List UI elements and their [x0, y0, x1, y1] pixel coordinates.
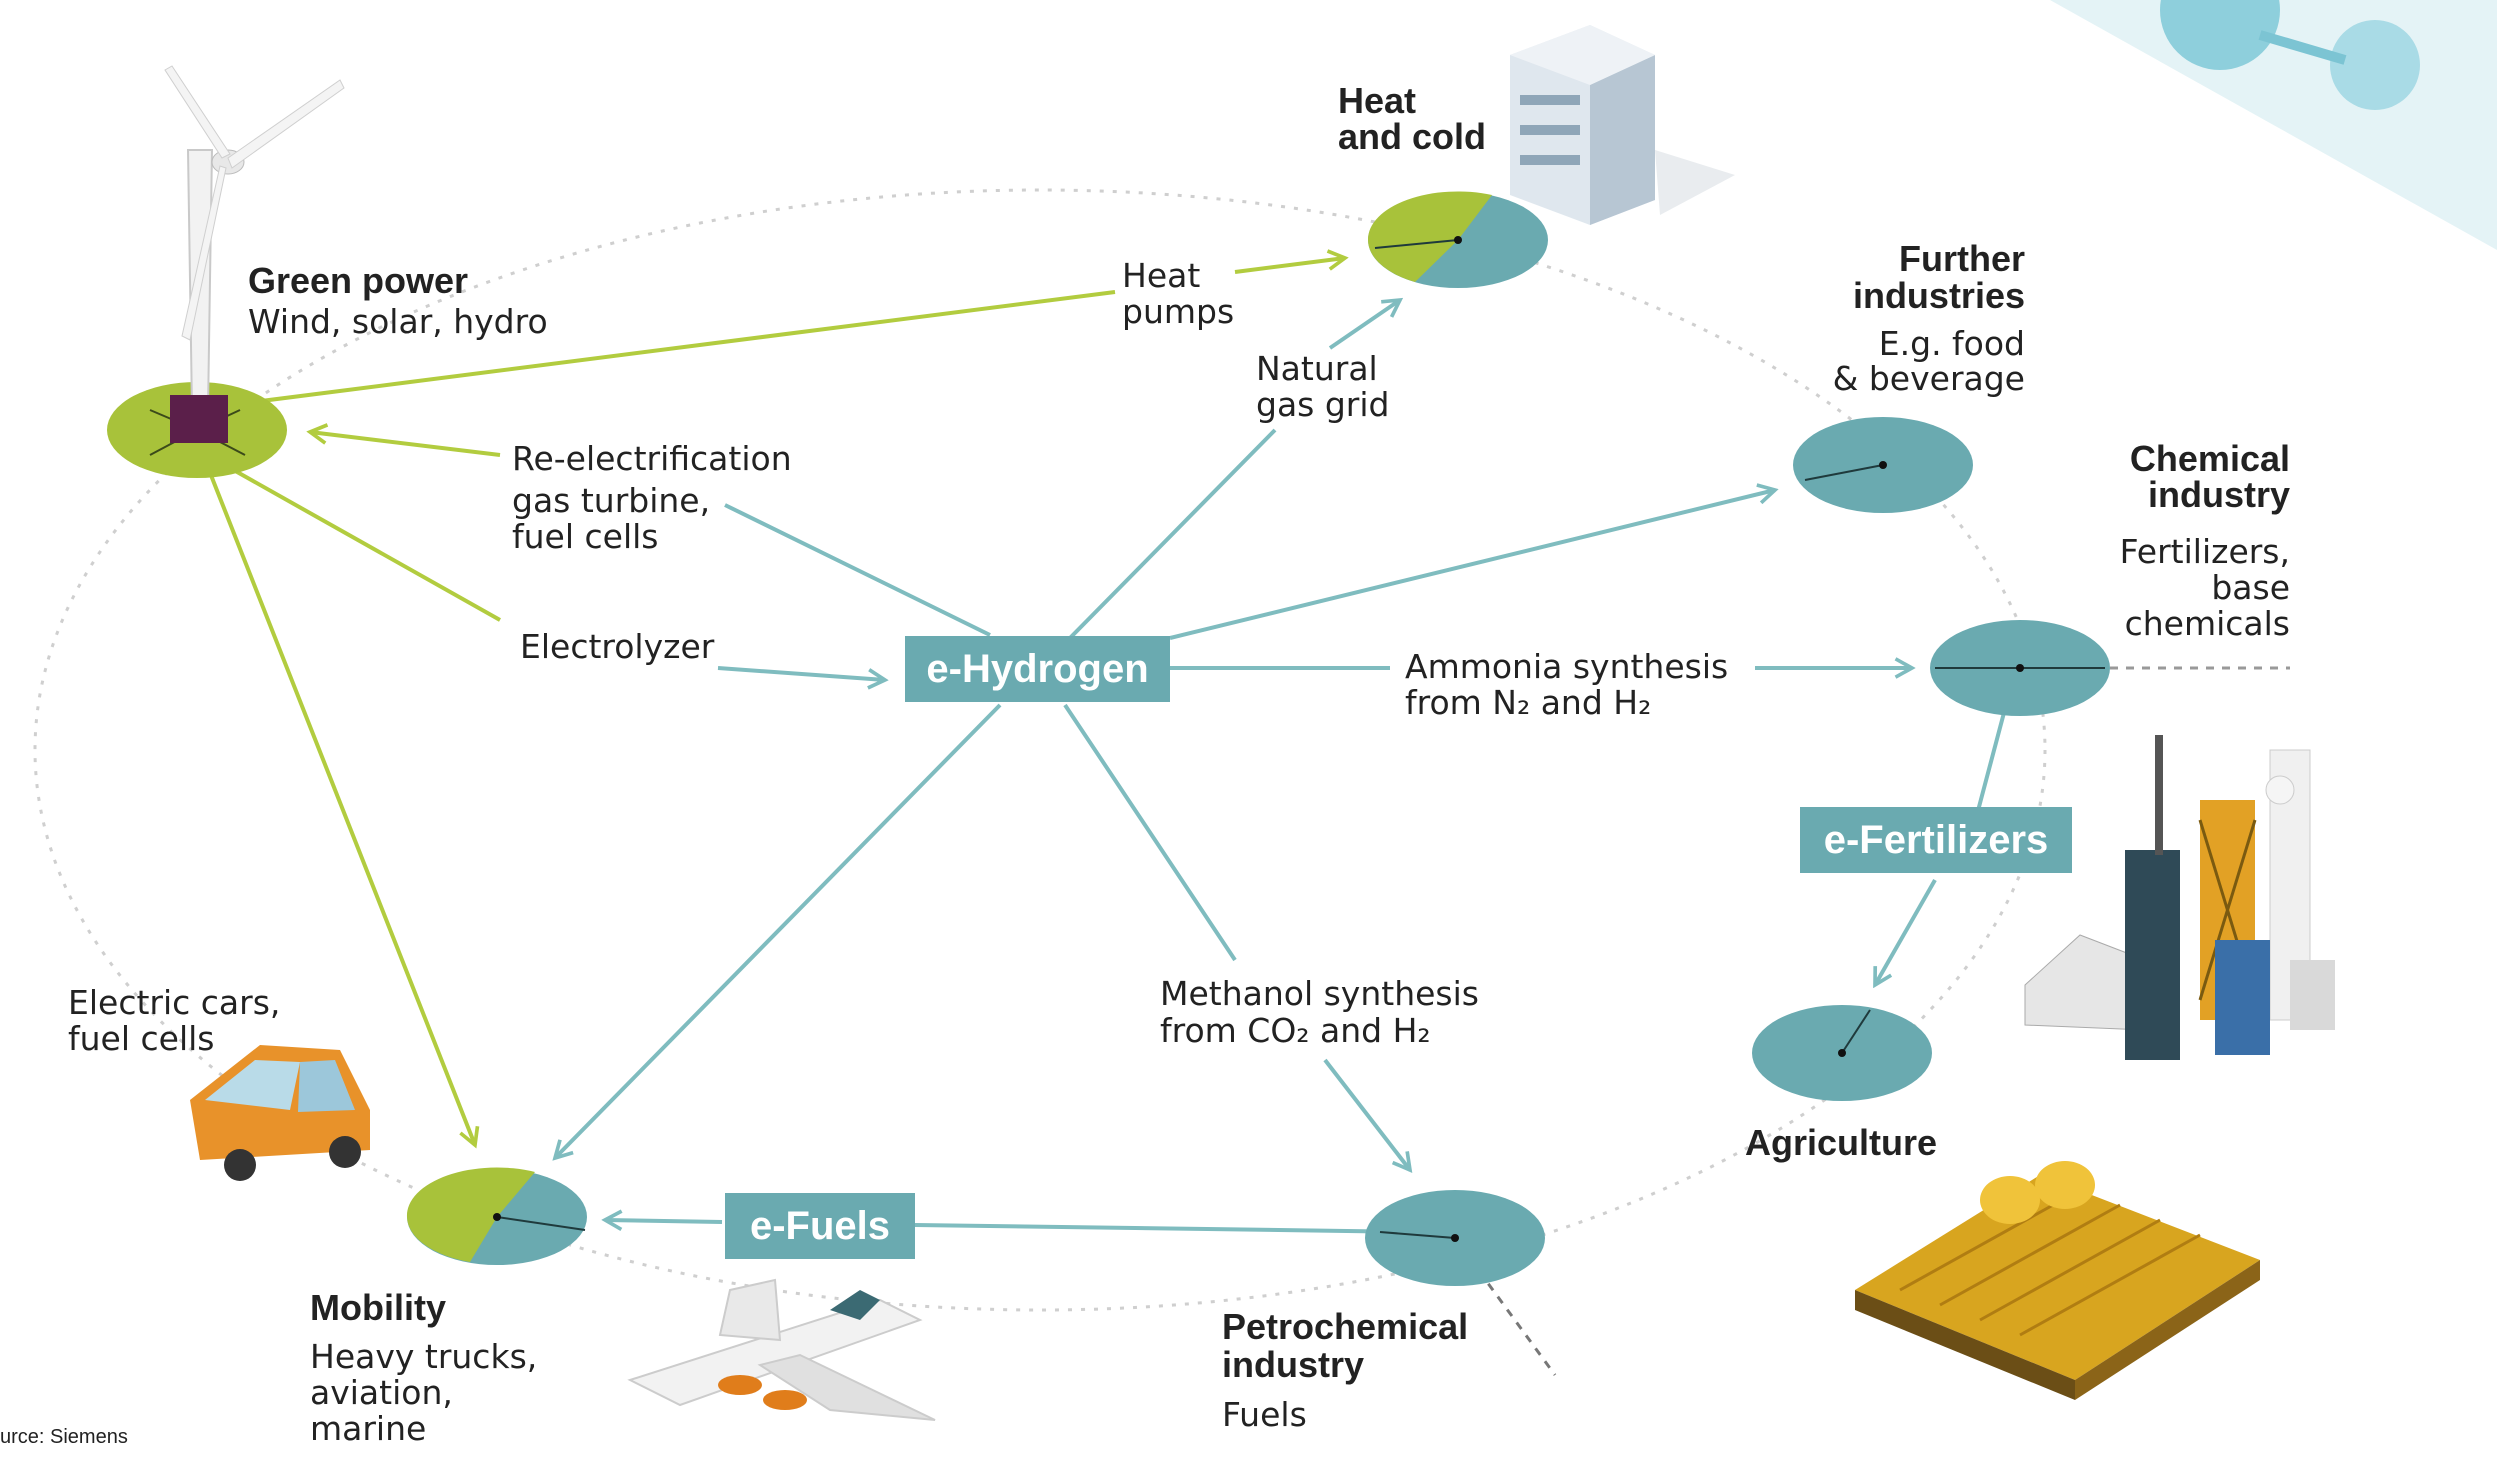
agriculture-title: Agriculture	[1745, 1122, 1938, 1163]
teal-arrows	[555, 300, 2012, 1234]
office-building-icon	[1510, 25, 1735, 225]
cycle-dotted-ellipse	[33, 188, 2047, 1312]
electric-cars-line1: Electric cars,	[68, 983, 281, 1022]
mobility-sub-line1: Heavy trucks,	[310, 1337, 538, 1376]
petrochemical-title-line1: Petrochemical	[1222, 1306, 1469, 1347]
green-power-title: Green power	[248, 260, 469, 301]
re-electrification-line1: Re-electrification	[512, 439, 792, 478]
heat-cold-title-line1: Heat	[1338, 80, 1417, 121]
heat-cold-title-line2: and cold	[1338, 116, 1487, 157]
ammonia-synthesis-line2: from N₂ and H₂	[1405, 683, 1652, 722]
petrochemical-dashed-line	[1458, 1244, 1557, 1376]
ammonia-synthesis-line1: Ammonia synthesis	[1405, 647, 1729, 686]
wind-turbine-icon	[164, 65, 345, 443]
re-electrification-line2: gas turbine,	[512, 481, 711, 520]
natural-gas-grid-line2: gas grid	[1256, 385, 1390, 424]
chemical-industry-title-line1: Chemical	[2129, 438, 2290, 479]
petrochemical-title-line2: industry	[1222, 1344, 1365, 1385]
mobility-disc	[406, 1167, 587, 1265]
petrochemical-subtitle: Fuels	[1222, 1395, 1307, 1434]
further-industries-title-line1: Further	[1899, 238, 2025, 279]
heat-pumps-line2: pumps	[1122, 292, 1235, 331]
e-hydrogen-tag: e-Hydrogen	[905, 636, 1170, 702]
further-industries-title-line2: industries	[1852, 275, 2025, 316]
chemical-industry-title-line2: industry	[2147, 474, 2290, 515]
mobility-sub-line2: aviation,	[310, 1373, 453, 1412]
mobility-title: Mobility	[310, 1287, 446, 1328]
e-fuels-tag: e-Fuels	[725, 1193, 915, 1259]
hay-field-icon	[1855, 1161, 2260, 1400]
further-industries-disc	[1793, 417, 1973, 513]
methanol-synthesis-line1: Methanol synthesis	[1160, 974, 1479, 1013]
electrolyzer-label: Electrolyzer	[520, 627, 715, 666]
heat-pumps-line1: Heat	[1122, 256, 1201, 295]
re-electrification-line3: fuel cells	[512, 517, 659, 556]
heat-cold-disc	[1367, 191, 1548, 288]
chemical-industry-sub-line3: chemicals	[2124, 604, 2290, 643]
agriculture-disc	[1752, 1005, 1932, 1101]
chemical-industry-disc	[1930, 620, 2110, 716]
further-industries-sub-line2: & beverage	[1832, 359, 2025, 398]
methanol-synthesis-line2: from CO₂ and H₂	[1160, 1011, 1431, 1050]
chemical-plant-icon	[2024, 735, 2335, 1060]
electric-car-icon	[190, 1045, 370, 1181]
airplane-icon	[627, 1278, 936, 1421]
green-power-arrows	[203, 258, 1345, 1145]
natural-gas-grid-line1: Natural	[1256, 349, 1378, 388]
e-fertilizers-tag: e-Fertilizers	[1800, 807, 2072, 873]
petrochemical-disc	[1365, 1190, 1545, 1286]
chemical-industry-sub-line2: base	[2211, 568, 2290, 607]
source-note: urce: Siemens	[0, 1426, 128, 1448]
further-industries-sub-line1: E.g. food	[1878, 324, 2025, 363]
electric-cars-line2: fuel cells	[68, 1019, 215, 1058]
chemical-industry-sub-line1: Fertilizers,	[2119, 532, 2290, 571]
mobility-sub-line3: marine	[310, 1409, 427, 1448]
green-power-subtitle: Wind, solar, hydro	[248, 302, 548, 341]
molecule-icon	[2050, 0, 2497, 250]
